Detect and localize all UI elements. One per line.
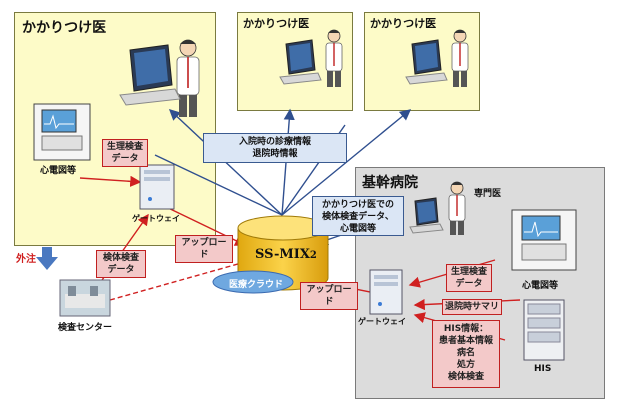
admission-info-line2: 退院時情報 — [252, 149, 298, 159]
terminal-hospital — [409, 197, 444, 234]
hospital-title: 基幹病院 — [362, 175, 418, 191]
arrow-labcenter-dashed — [109, 261, 246, 301]
ecg-right-label: 心電図等 — [522, 281, 559, 291]
his-server-rack — [523, 299, 565, 361]
admission-info-box: 入院時の診療情報 退院時情報 — [203, 133, 347, 163]
physio-data-right: 生理検査データ — [446, 264, 492, 292]
gateway-right-label: ゲートウェイ — [358, 317, 406, 326]
specimen-data-left: 検体検査データ — [96, 250, 146, 278]
ssmix-label: SS-MIX2 — [255, 247, 317, 262]
gp-specimen-line2: 検体検査データ、 — [322, 212, 394, 222]
ssmix-text: SS-MIX — [255, 247, 310, 262]
doctor-2 — [325, 29, 343, 87]
his-info-patient: 患者基本情報 — [438, 336, 493, 346]
arrow-ecg-to-gateway — [79, 175, 142, 187]
admission-info-line1: 入院時の診療情報 — [238, 137, 311, 147]
his-info-prescription: 処方 — [456, 360, 475, 370]
discharge-summary: 退院時サマリ — [442, 299, 502, 315]
outpatient-arrow — [36, 247, 58, 270]
ecg-machine-left — [33, 103, 91, 161]
doctor-3 — [451, 29, 469, 87]
his-info-heading: HIS情報： — [443, 324, 489, 334]
his-info-specimen: 検体検査 — [447, 372, 484, 382]
his-info-box: HIS情報： 患者基本情報 病名 処方 検体検査 — [432, 320, 500, 388]
his-label: HIS — [534, 364, 552, 374]
cloud-label: 医療クラウド — [229, 280, 284, 290]
lab-center-image — [59, 279, 111, 317]
ssmix-suffix: 2 — [309, 250, 317, 261]
upload-left: アップロード — [175, 235, 233, 263]
clinic-3-title: かかりつけ医 — [370, 17, 437, 30]
doctor-specialist — [448, 181, 466, 235]
ecg-left-label: 心電図等 — [40, 166, 77, 176]
upload-right: アップロード — [300, 282, 358, 310]
physio-data-left: 生理検査データ — [102, 139, 148, 167]
terminal-2 — [279, 39, 322, 85]
clinic-main-title: かかりつけ医 — [22, 20, 107, 36]
gp-specimen-line1: かかりつけ医での — [321, 200, 395, 210]
clinic-2-title: かかりつけ医 — [243, 17, 310, 30]
gateway-server-right — [369, 269, 403, 315]
doctor-main — [176, 39, 200, 117]
terminal-main — [119, 44, 181, 106]
his-info-disease: 病名 — [456, 348, 475, 358]
gp-specimen-line3: 心電図等 — [339, 224, 376, 234]
specialist-label: 専門医 — [474, 189, 502, 199]
terminal-3 — [405, 39, 448, 85]
gateway-left-label: ゲートウェイ — [132, 214, 180, 223]
gp-specimen-box: かかりつけ医での 検体検査データ、 心電図等 — [312, 196, 404, 236]
arrow-fan-left — [154, 154, 283, 216]
lab-center-label: 検査センター — [58, 323, 113, 333]
ecg-machine-right — [511, 209, 577, 271]
medical-cloud — [212, 270, 294, 294]
outpatient-label: 外注 — [16, 254, 36, 265]
gateway-server-left — [139, 164, 175, 210]
